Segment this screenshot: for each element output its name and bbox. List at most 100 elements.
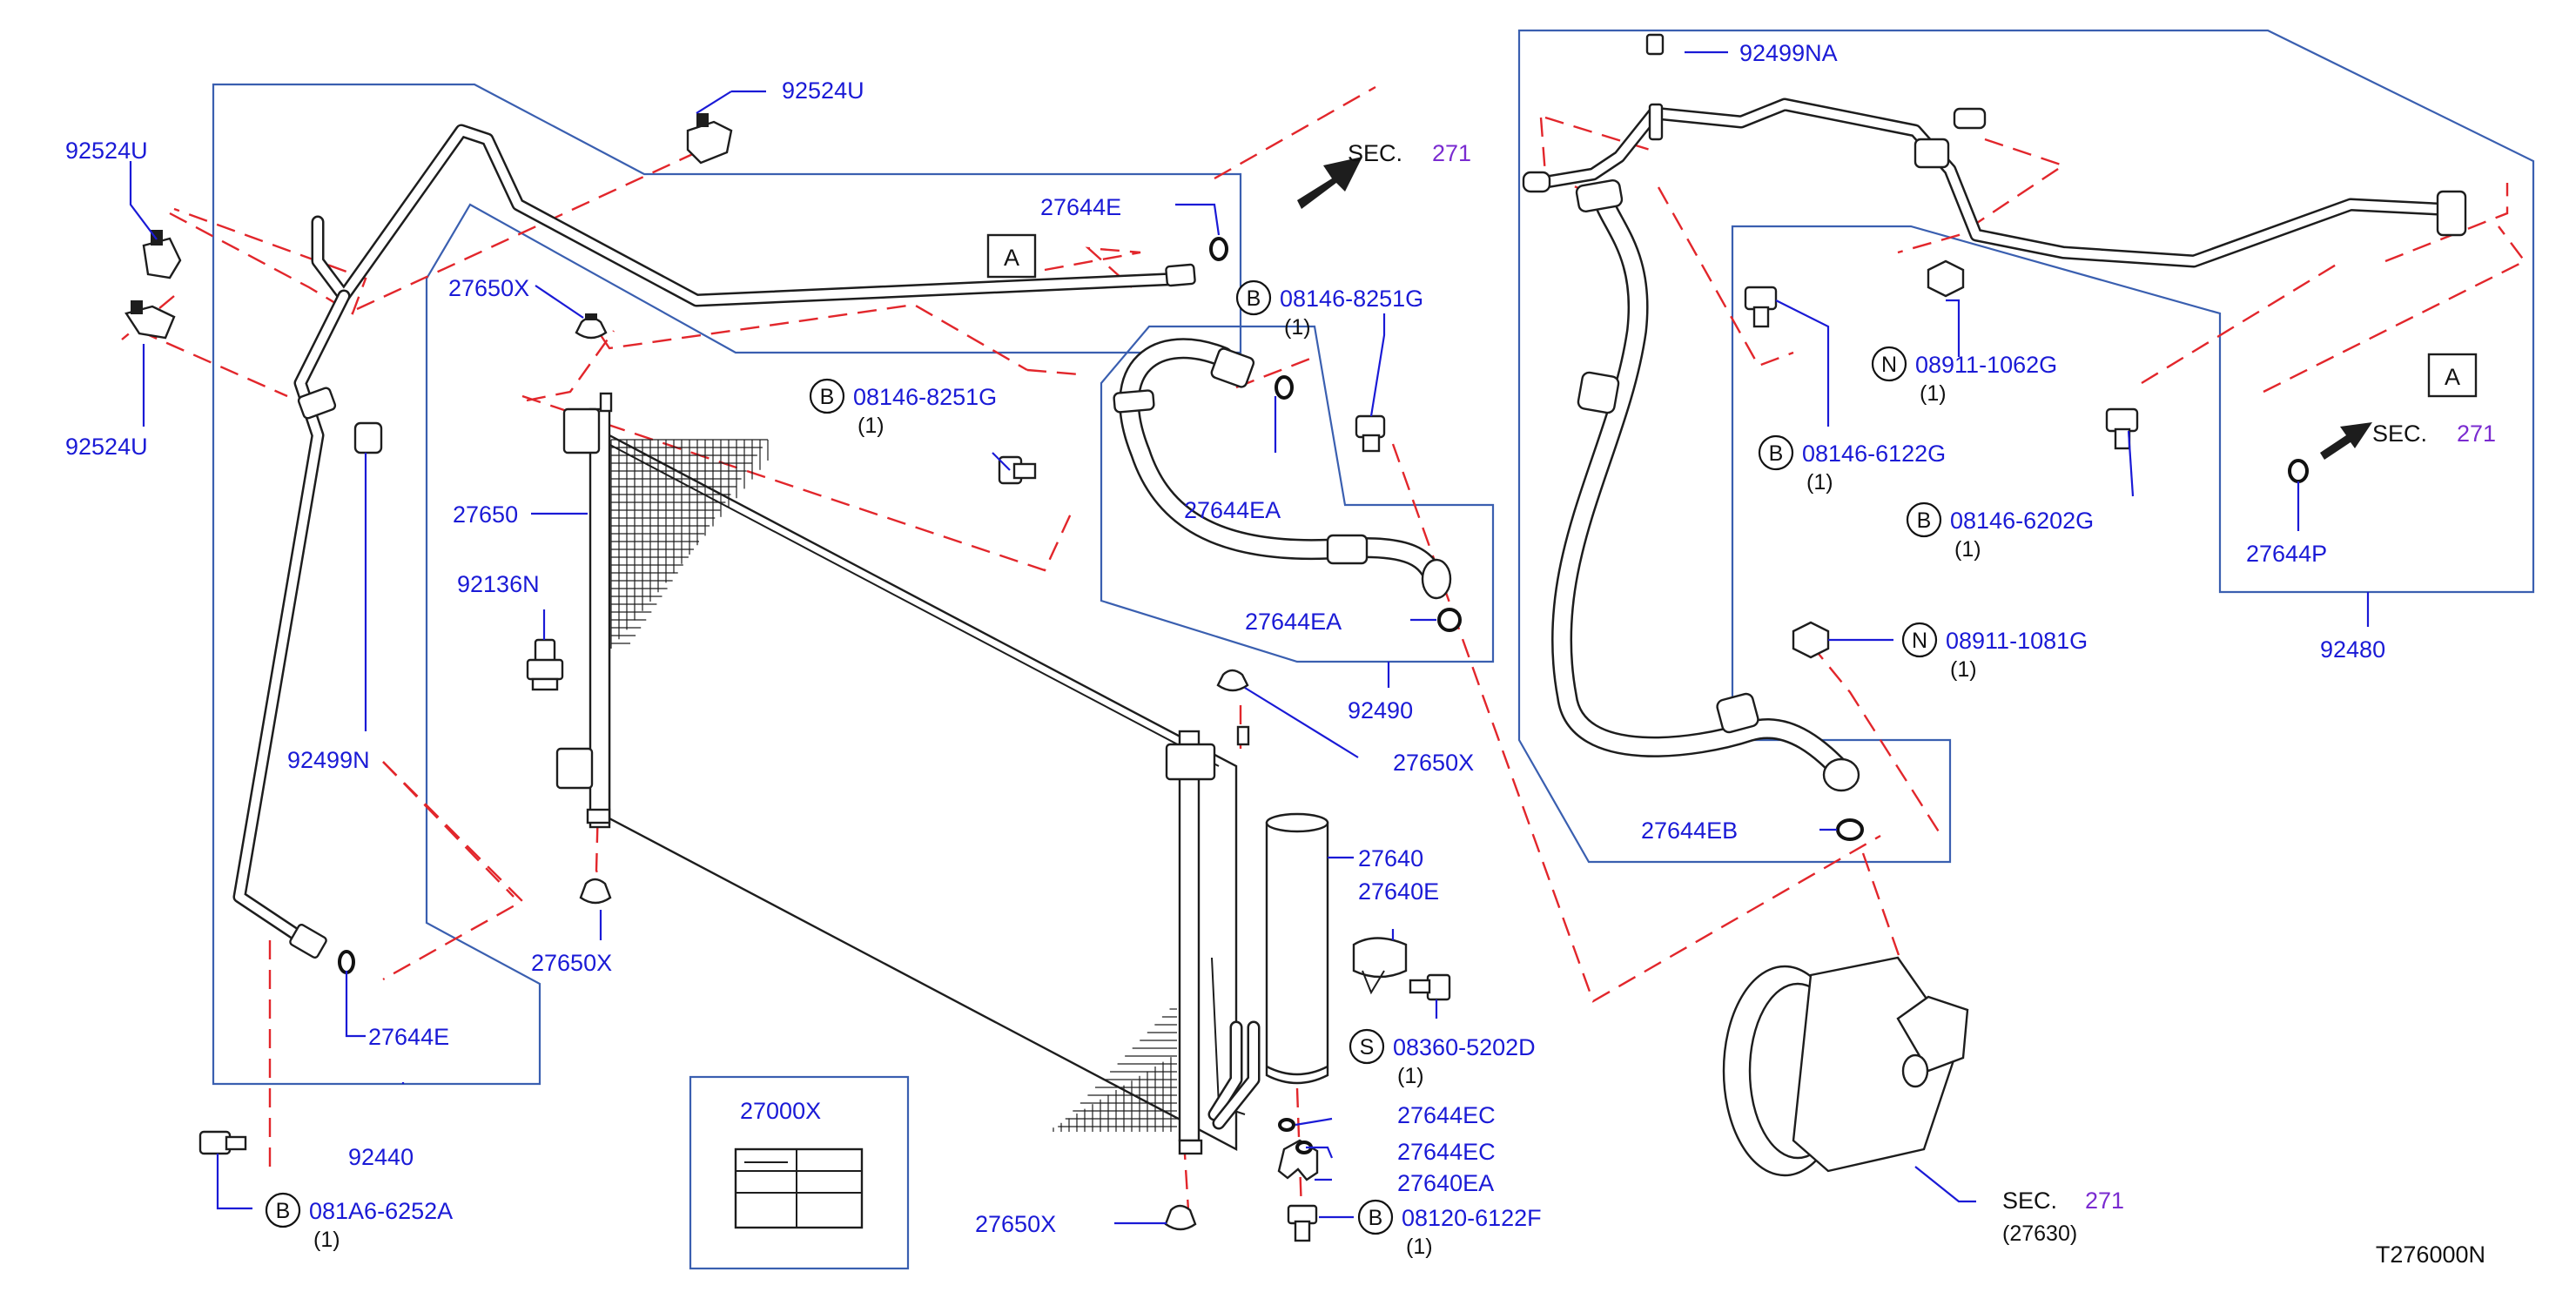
- hose-92480: [1522, 33, 2467, 792]
- svg-text:(1): (1): [858, 414, 884, 438]
- coded-label-b-08146-6202g: B 08146-6202G (1): [1906, 501, 2094, 562]
- o-ring-27644e-bottom: [338, 950, 355, 974]
- section-ref-top: SEC. 271: [1348, 140, 1471, 166]
- label-plate-27000x: [734, 1147, 864, 1229]
- label-27644e-top: 27644E: [1040, 194, 1121, 220]
- hose-92490: [1113, 338, 1452, 600]
- rubber-grommet: [353, 421, 383, 454]
- marker-a-left: A: [1004, 245, 1019, 271]
- clip-92524u-top: [686, 113, 733, 165]
- svg-text:B: B: [276, 1199, 291, 1223]
- label-92480: 92480: [2320, 636, 2385, 663]
- svg-text:08911-1062G: 08911-1062G: [1915, 352, 2057, 378]
- section-arrow-top: [1297, 157, 1362, 209]
- frame-27000x: [689, 1075, 910, 1270]
- svg-text:(1): (1): [1806, 470, 1833, 495]
- o-ring-27644ea-a: [1275, 375, 1294, 400]
- label-27000x: 27000X: [740, 1098, 821, 1124]
- label-27650x-right: 27650X: [1393, 750, 1474, 776]
- svg-text:SEC.: SEC.: [1348, 140, 1402, 166]
- bolt-08120-6122f: [1287, 1204, 1318, 1242]
- svg-text:B: B: [1247, 286, 1261, 311]
- bolt-08146-8251g-top: [1355, 414, 1386, 453]
- label-27644ea-a: 27644EA: [1184, 497, 1281, 523]
- label-27640ea: 27640EA: [1397, 1170, 1494, 1196]
- clip-92524u-left-bottom: [124, 300, 176, 340]
- section-ref-compressor: SEC. 271 (27630): [2002, 1188, 2124, 1246]
- bolt-08146-6202g: [2105, 407, 2139, 450]
- bolt-08146-6122g: [1744, 286, 1778, 328]
- svg-text:S: S: [1360, 1035, 1375, 1060]
- coded-label-b-08146-6122g: B 08146-6122G (1): [1758, 434, 1946, 495]
- diagram-code: T276000N: [2376, 1242, 2485, 1268]
- nut-08911-1081g: [1792, 621, 1830, 659]
- svg-text:08146-8251G: 08146-8251G: [853, 384, 997, 410]
- svg-text:N: N: [1881, 353, 1897, 377]
- svg-text:08911-1081G: 08911-1081G: [1946, 628, 2088, 654]
- label-92136n: 92136N: [457, 571, 540, 597]
- o-ring-27644ec-a: [1278, 1118, 1295, 1132]
- svg-text:B: B: [1369, 1206, 1383, 1230]
- svg-text:081A6-6252A: 081A6-6252A: [309, 1198, 453, 1224]
- receiver-dryer-27640: [1265, 812, 1329, 1085]
- label-92524u-left-top: 92524U: [65, 138, 148, 164]
- svg-text:SEC.: SEC.: [2372, 421, 2427, 447]
- condenser-core-hatch: [610, 439, 1177, 1132]
- bushing-27650x-mid: [579, 878, 612, 905]
- label-92499n: 92499N: [287, 747, 370, 773]
- label-27644ea-b: 27644EA: [1245, 609, 1342, 635]
- label-92524u-top: 92524U: [782, 77, 864, 104]
- callout-lines: [129, 50, 2370, 1225]
- dryer-bracket-27640e: [1352, 937, 1408, 995]
- svg-text:(1): (1): [313, 1228, 340, 1252]
- svg-text:(1): (1): [1397, 1064, 1424, 1088]
- bolt-08360-5202d: [1409, 973, 1451, 1001]
- marker-a-right: A: [2445, 364, 2460, 390]
- svg-text:B: B: [1917, 508, 1932, 533]
- coded-label-b-081a6-6252a: B 081A6-6252A (1): [265, 1192, 453, 1252]
- coded-label-b-08146-8251g-left: B 08146-8251G (1): [809, 378, 997, 438]
- label-27644ec-a: 27644EC: [1397, 1102, 1496, 1128]
- coded-label-n-08911-1081g: N 08911-1081G (1): [1901, 622, 2088, 682]
- svg-text:08120-6122F: 08120-6122F: [1402, 1205, 1542, 1231]
- svg-text:B: B: [1769, 441, 1784, 466]
- svg-text:SEC.: SEC.: [2002, 1188, 2057, 1214]
- svg-text:08146-6122G: 08146-6122G: [1802, 441, 1946, 467]
- label-92440: 92440: [348, 1144, 414, 1170]
- svg-text:(1): (1): [1920, 381, 1947, 406]
- section-arrow-right: [2320, 422, 2372, 460]
- pressure-sensor-92136n: [526, 638, 564, 691]
- nut-08911-1062g: [1927, 259, 1965, 298]
- svg-text:B: B: [820, 385, 835, 409]
- label-27644ec-b: 27644EC: [1397, 1139, 1496, 1165]
- label-27650x-top: 27650X: [448, 275, 529, 301]
- marker-a-left-box: [986, 233, 1037, 279]
- pipe-fitting: [1165, 263, 1196, 287]
- o-ring-27644eb: [1836, 818, 1864, 841]
- compressor: [1722, 956, 1969, 1177]
- coded-label-n-08911-1062g: N 08911-1062G (1): [1871, 346, 2057, 406]
- bolt-08146-8251g-left: [998, 455, 1037, 485]
- label-27644p: 27644P: [2246, 541, 2327, 567]
- label-92499na: 92499NA: [1739, 40, 1838, 66]
- frame-92480: [1517, 29, 2535, 864]
- svg-text:(1): (1): [1950, 657, 1977, 682]
- svg-text:(1): (1): [1406, 1235, 1433, 1259]
- svg-text:271: 271: [1432, 140, 1471, 166]
- section-ref-right: SEC. 271: [2372, 421, 2496, 447]
- coded-label-b-08146-8251g-top: B 08146-8251G (1): [1235, 279, 1423, 340]
- pipe-collar: [297, 387, 337, 420]
- condenser-27650: [555, 392, 1261, 1155]
- label-27644e-bottom: 27644E: [368, 1024, 449, 1050]
- o-ring-27644ea-b: [1437, 608, 1462, 632]
- pipe-92440: [232, 124, 1196, 959]
- svg-text:(27630): (27630): [2002, 1221, 2077, 1246]
- svg-text:271: 271: [2085, 1188, 2124, 1214]
- label-27650x-bottom: 27650X: [975, 1211, 1056, 1237]
- svg-text:(1): (1): [1954, 537, 1981, 562]
- label-92524u-left-bottom: 92524U: [65, 434, 148, 460]
- label-27644eb: 27644EB: [1641, 818, 1738, 844]
- label-27650x-mid: 27650X: [531, 950, 612, 976]
- svg-text:08360-5202D: 08360-5202D: [1393, 1034, 1536, 1060]
